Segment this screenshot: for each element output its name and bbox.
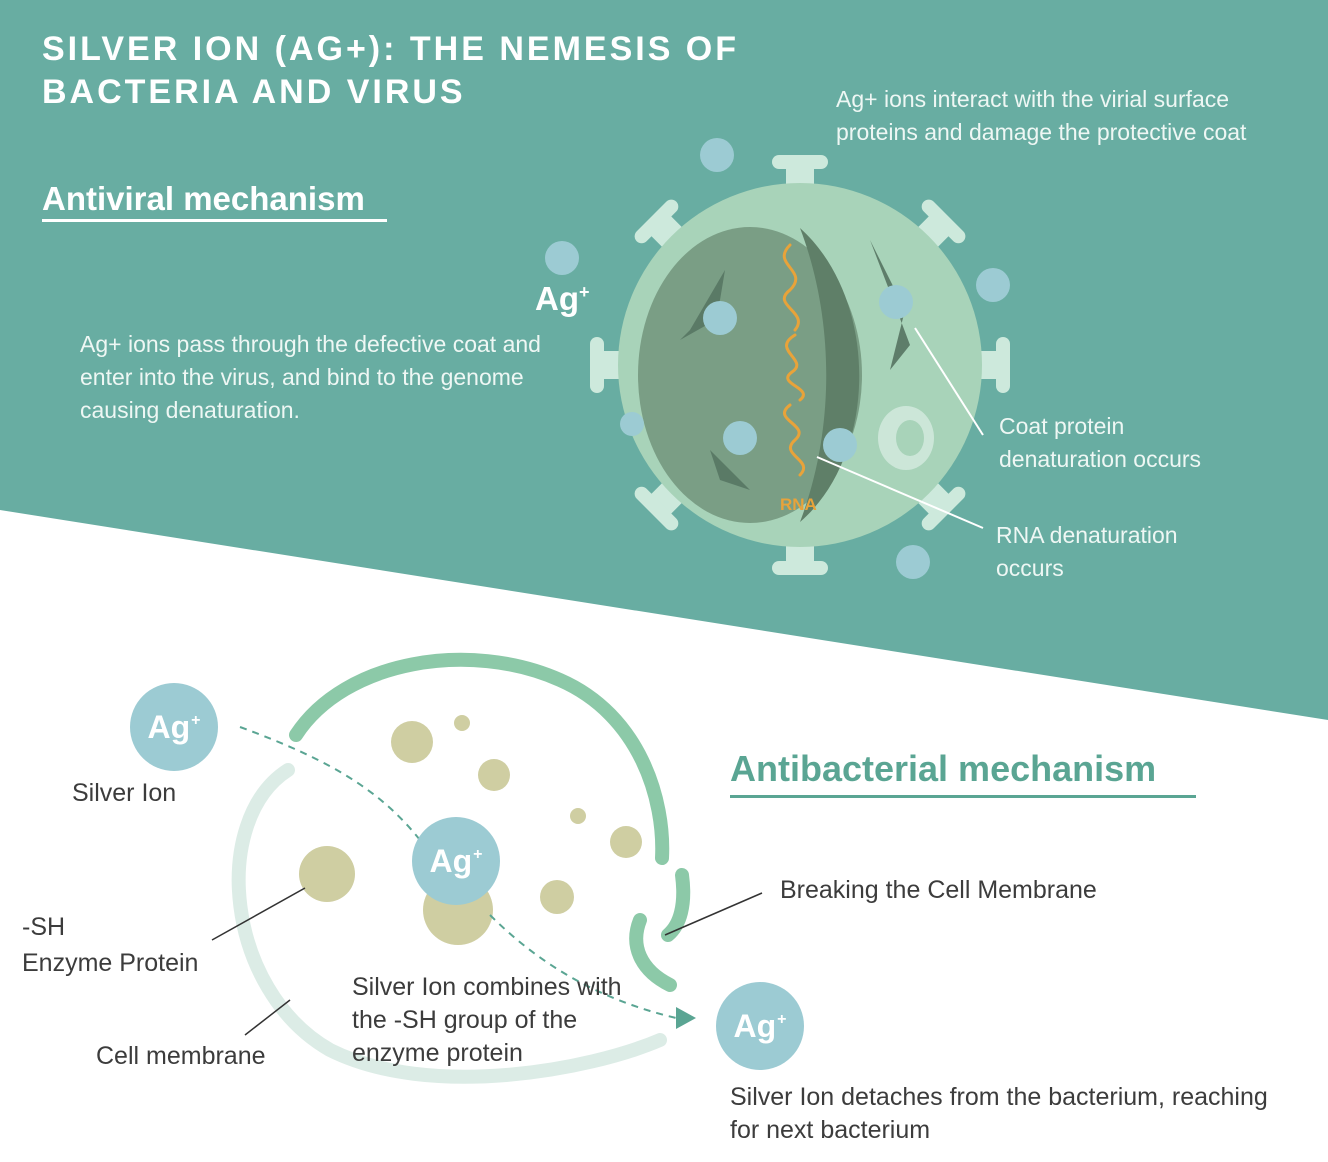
- virus-core: [638, 227, 862, 523]
- bacterium-illustration: [211, 652, 763, 1084]
- silver-ion: [545, 241, 579, 275]
- breaking-callout-line: [664, 892, 763, 936]
- antibacterial-heading: Antibacterial mechanism: [730, 748, 1157, 789]
- silver-ion: [723, 421, 757, 455]
- rna-denaturation-text: RNA denaturation occurs: [996, 522, 1178, 581]
- silver-ion-badge: Ag+: [130, 683, 218, 771]
- ion-path: [489, 914, 677, 1019]
- antiviral-heading: Antiviral mechanism: [42, 180, 365, 217]
- silver-ion: [823, 428, 857, 462]
- cell-membrane-inner: [231, 763, 667, 1084]
- enzyme-protein-label: Enzyme Protein: [22, 949, 199, 977]
- silver-ion-badge-inside: Ag+: [412, 817, 500, 905]
- enzyme-particle: [299, 846, 355, 902]
- cell-membrane-label: Cell membrane: [96, 1042, 266, 1070]
- silver-ion-badge-detached: Ag+: [716, 982, 804, 1070]
- enzyme-particle: [540, 880, 574, 914]
- ion-path-arrowhead: [676, 1007, 696, 1029]
- ion-path: [239, 726, 421, 841]
- silver-ion: [620, 412, 644, 436]
- virus-spike: [772, 155, 828, 189]
- enzyme-particle: [478, 759, 510, 791]
- combines-text: Silver Ion combines with the -SH group o…: [352, 973, 622, 1067]
- virus-spike: [590, 337, 624, 393]
- coat-crack: [870, 240, 910, 370]
- rna-strand: [783, 403, 806, 477]
- sh-label: -SH: [22, 913, 66, 941]
- rna-callout-line: [816, 456, 984, 529]
- silver-ion: [896, 545, 930, 579]
- ag-label: Ag+: [535, 280, 590, 317]
- coat-denaturation-text: Coat protein denaturation occurs: [999, 413, 1202, 472]
- core-crack: [710, 450, 750, 490]
- enzyme-particle: [570, 808, 586, 824]
- silver-ion: [976, 268, 1010, 302]
- rna-strand: [785, 333, 805, 402]
- enzyme-particle: [610, 826, 642, 858]
- silver-ion-label: Silver Ion: [72, 779, 177, 807]
- cell-membrane-outer: [289, 652, 670, 865]
- virus-illustration: [545, 138, 1010, 579]
- cell-membrane-broken: [629, 913, 677, 992]
- sh-callout-line: [211, 887, 306, 941]
- surface-protein-text: Ag+ ions interact with the virial surfac…: [836, 86, 1247, 145]
- breaking-membrane-text: Breaking the Cell Membrane: [780, 876, 1097, 904]
- membrane-callout-line: [244, 999, 291, 1036]
- rna-strand: [782, 243, 800, 332]
- cell-membrane-broken: [661, 868, 691, 942]
- detaches-text: Silver Ion detaches from the bacterium, …: [730, 1083, 1268, 1144]
- silver-ion: [700, 138, 734, 172]
- virus-spike: [772, 541, 828, 575]
- page-title: SILVER ION (AG+): THE NEMESIS OF BACTERI…: [42, 30, 740, 111]
- virus-spike: [976, 337, 1010, 393]
- enzyme-particle: [391, 721, 433, 763]
- silver-ion: [703, 301, 737, 335]
- antiviral-heading-underline: [42, 219, 387, 222]
- enzyme-particle: [454, 715, 470, 731]
- rna-label: RNA: [780, 495, 817, 514]
- coat-callout-line: [914, 327, 984, 436]
- defective-coat-text: Ag+ ions pass through the defective coat…: [80, 331, 541, 423]
- antibacterial-heading-underline: [730, 795, 1196, 798]
- silver-ion: [879, 285, 913, 319]
